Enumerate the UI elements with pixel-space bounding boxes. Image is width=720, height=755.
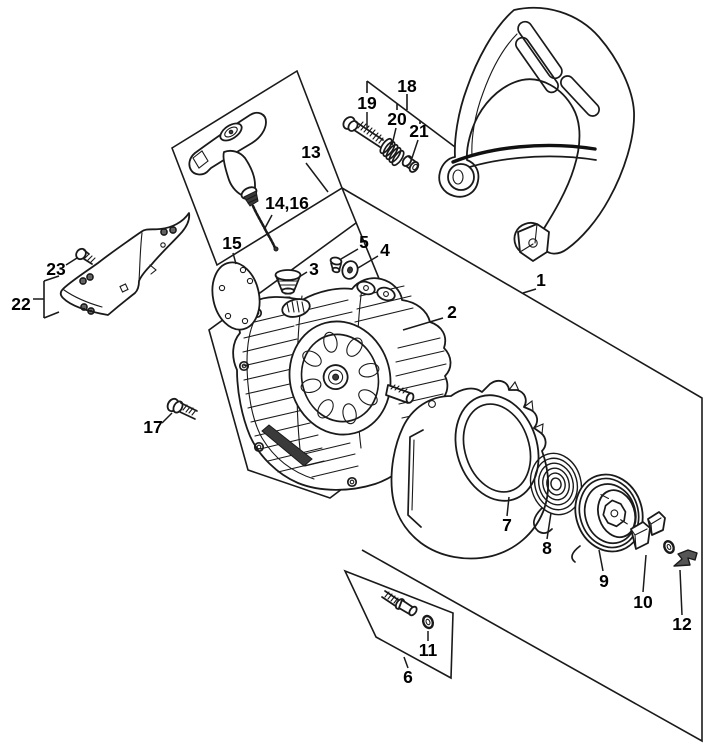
part-label-17: 17 xyxy=(143,417,162,437)
guard-slots xyxy=(515,20,600,117)
part-label-10: 10 xyxy=(633,592,653,612)
part-label-9: 9 xyxy=(599,571,609,591)
guard-foot xyxy=(517,223,550,262)
part-label-4: 4 xyxy=(380,240,390,260)
plug-drawing xyxy=(329,256,343,274)
rope-guide-boss xyxy=(281,298,311,318)
guard-pivot-boss xyxy=(447,163,475,191)
part-label-2: 2 xyxy=(447,302,457,322)
choke-rod xyxy=(261,424,313,467)
pawl-kit-drawing xyxy=(630,511,666,550)
pawl-ring-drawing xyxy=(663,540,675,554)
bolt-19-drawing xyxy=(342,116,384,148)
part-label-11: 11 xyxy=(419,640,438,660)
gasket-drawing xyxy=(211,261,261,331)
part-label-14-16: 14,16 xyxy=(265,193,309,213)
plate-screw-drawing xyxy=(75,247,96,265)
part-label-13: 13 xyxy=(301,142,321,162)
starter-rope xyxy=(251,204,277,250)
grommet-drawing xyxy=(274,269,302,298)
stud-screw-drawing xyxy=(381,590,418,617)
callout-leaders xyxy=(65,112,683,669)
housing-screw xyxy=(385,384,415,404)
starter-grip-drawing xyxy=(188,111,279,252)
part-label-15: 15 xyxy=(222,233,242,253)
fan-rotor xyxy=(288,320,392,436)
part-label-22: 22 xyxy=(11,294,31,314)
part-label-5: 5 xyxy=(359,232,369,252)
starter-grip-box xyxy=(171,69,343,267)
starter-cover-drawing xyxy=(390,379,550,560)
rewind-spring-drawing xyxy=(529,452,583,534)
part-label-1: 1 xyxy=(536,270,546,290)
washer-drawing xyxy=(341,260,359,280)
callout-labels: 1 2 3 4 5 6 7 8 9 10 11 12 13 14,16 15 1… xyxy=(11,76,692,687)
part-label-8: 8 xyxy=(542,538,552,558)
bracket-18 xyxy=(366,80,456,148)
main-assembly-box xyxy=(341,187,703,743)
screw-kit-box xyxy=(343,569,454,680)
part-label-18: 18 xyxy=(397,76,417,96)
housing-bosses xyxy=(356,280,396,302)
spring-clip-drawing xyxy=(673,549,698,567)
bracket-22 xyxy=(33,275,60,319)
spring-20-drawing xyxy=(379,137,405,167)
hand-guard-drawing xyxy=(438,6,635,262)
catcher-plate-drawing xyxy=(59,212,191,316)
part-label-21: 21 xyxy=(409,121,429,141)
part-label-6: 6 xyxy=(403,667,413,687)
fan-housing-drawing xyxy=(232,277,452,491)
part-label-7: 7 xyxy=(502,515,512,535)
screw-17-drawing xyxy=(166,397,198,420)
sleeve-21-drawing xyxy=(401,155,420,173)
part-label-20: 20 xyxy=(387,109,407,129)
part-label-19: 19 xyxy=(357,93,377,113)
o-ring-drawing xyxy=(421,614,435,630)
part-label-12: 12 xyxy=(672,614,692,634)
rope-rotor-drawing xyxy=(571,473,644,563)
part-label-23: 23 xyxy=(46,259,66,279)
part-label-3: 3 xyxy=(309,259,319,279)
